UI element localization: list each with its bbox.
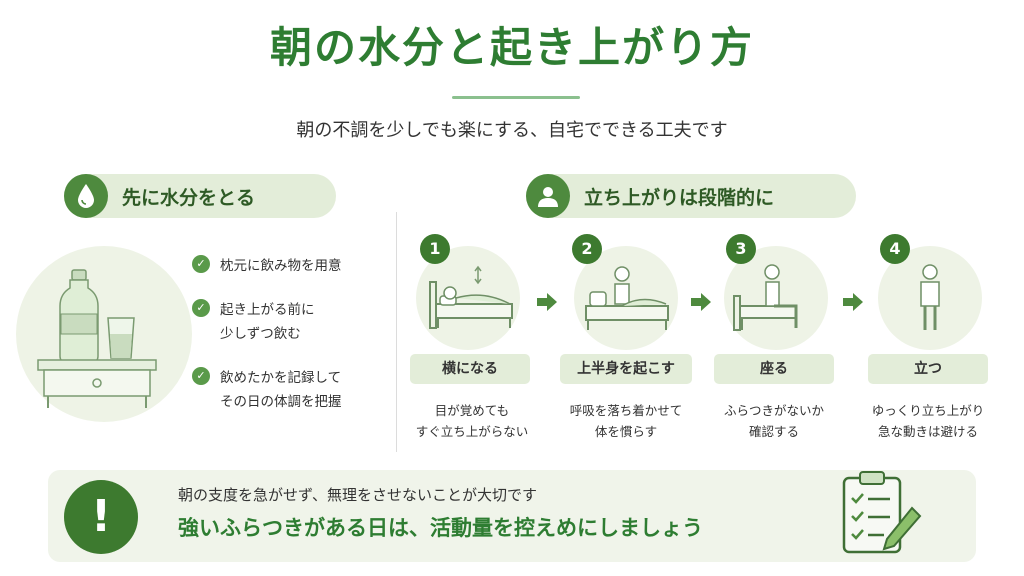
step-2-label: 上半身を起こす [560,354,692,384]
banner-note: 朝の支度を急がせず、無理をさせないことが大切です [178,486,537,504]
step-4-label: 立つ [868,354,988,384]
sitting-up-in-bed-icon [585,266,669,330]
page-subtitle: 朝の不調を少しでも楽にする、自宅でできる工夫です [296,120,728,141]
advice-banner [48,470,976,562]
page-title: 朝の水分と起き上がり方 [269,23,754,72]
lying-in-bed-icon [429,265,513,329]
list-item: ✓ 枕元に飲み物を用意 [192,254,382,278]
section-divider [396,212,397,452]
step-1-label: 横になる [410,354,530,384]
step-3-label: 座る [714,354,834,384]
checklist-text: 飲めたかを記録して その日の体調を把握 [220,370,342,410]
check-icon: ✓ [192,255,210,273]
hydration-heading-pill: 先に水分をとる [64,174,336,218]
list-item: ✓ 起き上がる前に 少しずつ飲む [192,298,382,346]
standing-heading-pill: 立ち上がりは段階的に [526,174,856,218]
arrow-right-icon [843,293,863,311]
step-3-number: 3 [726,234,756,264]
hydration-heading: 先に水分をとる [122,186,256,209]
hydration-checklist: ✓ 枕元に飲み物を用意 ✓ 起き上がる前に 少しずつ飲む ✓ 飲めたかを記録して… [192,254,382,434]
arrow-right-icon [537,293,557,311]
person-icon [526,174,570,218]
step-2-description: 呼吸を落ち着かせて 体を慣らす [569,403,683,439]
step-1-number: 1 [420,234,450,264]
step-1-description: 目が覚めても すぐ立ち上がらない [415,403,529,439]
clipboard-checklist-icon [842,471,922,554]
checklist-text: 起き上がる前に 少しずつ飲む [220,302,315,342]
list-item: ✓ 飲めたかを記録して その日の体調を把握 [192,366,382,414]
step-4-number: 4 [880,234,910,264]
water-drop-icon [64,174,108,218]
standing-heading: 立ち上がりは段階的に [584,186,775,209]
bottle-and-glass-icon [37,269,157,408]
banner-highlight: 強いふらつきがある日は、活動量を控えめにしましょう [178,516,703,540]
standing-person-icon [920,264,940,330]
check-icon: ✓ [192,299,210,317]
step-2-number: 2 [572,234,602,264]
step-3-description: ふらつきがないか 確認する [723,403,824,439]
exclamation-icon: ! [64,480,138,554]
check-icon: ✓ [192,367,210,385]
sitting-on-bed-edge-icon [733,264,798,331]
arrow-right-icon [691,293,711,311]
checklist-text: 枕元に飲み物を用意 [220,258,342,274]
step-4-description: ゆっくり立ち上がり 急な動きは避ける [871,403,985,439]
title-underline [452,96,580,99]
